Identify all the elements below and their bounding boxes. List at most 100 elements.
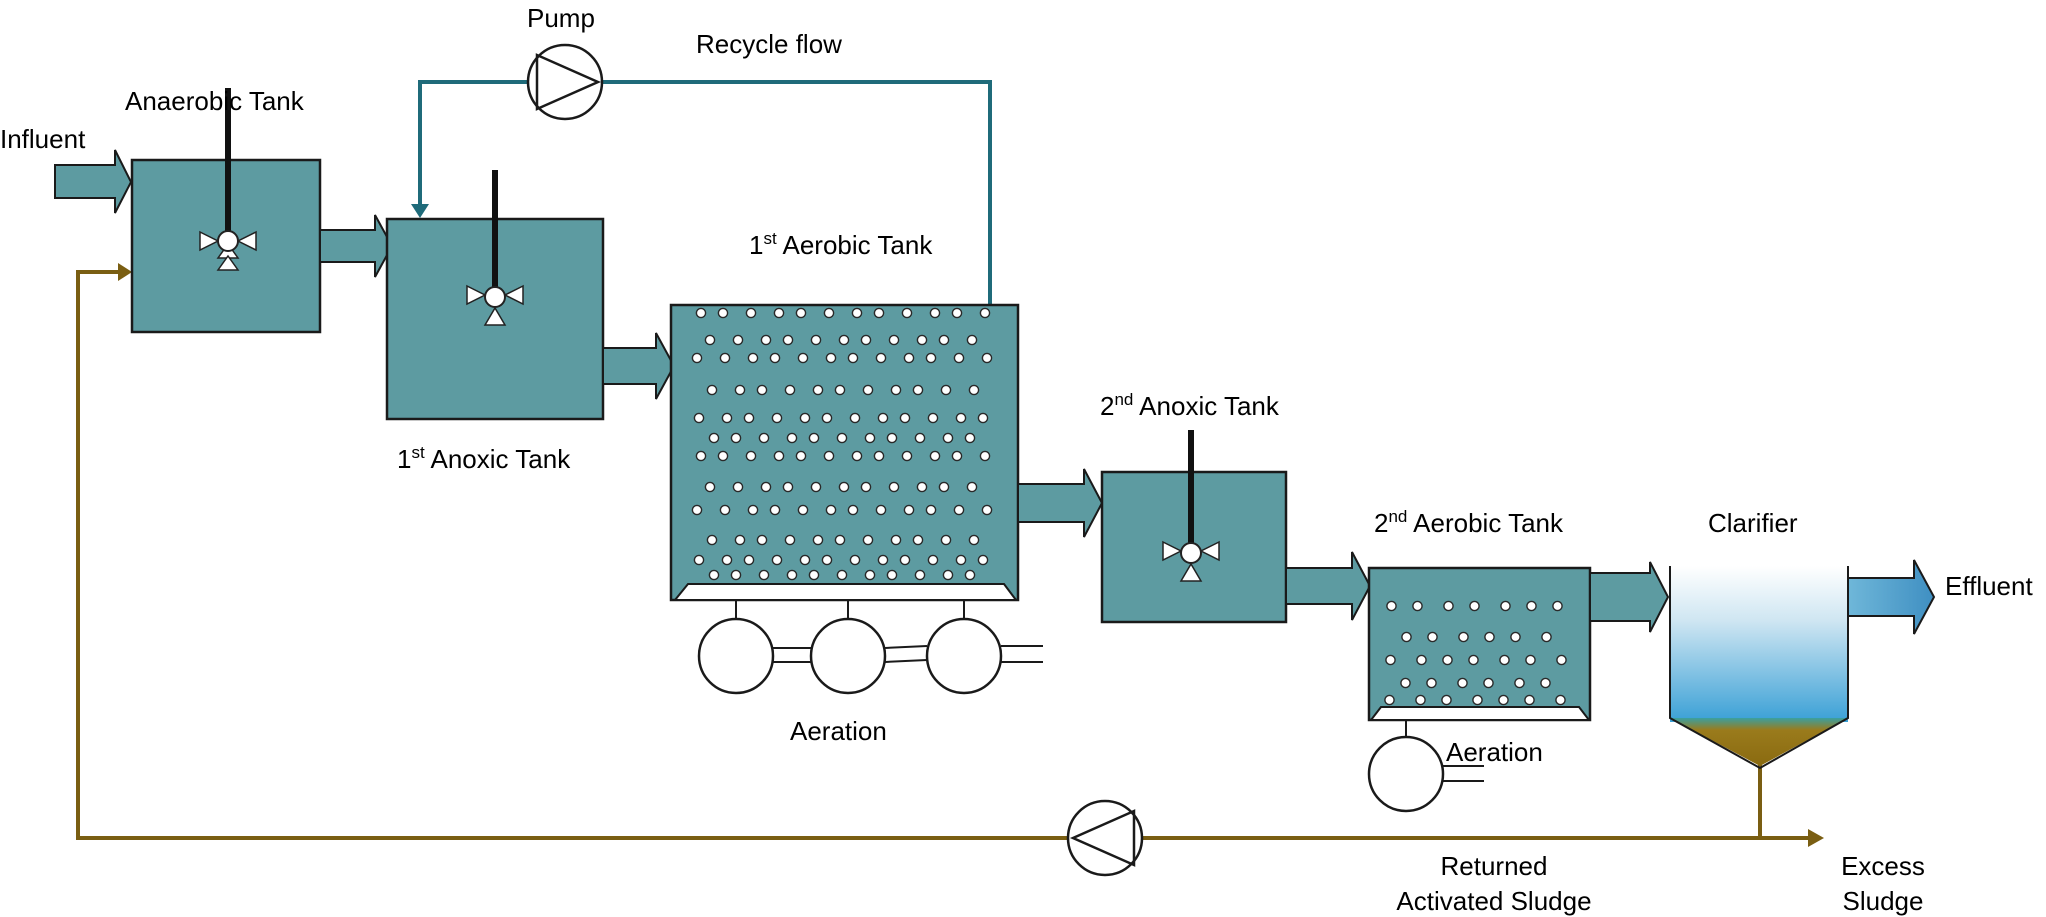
air-bubble <box>810 334 822 346</box>
air-bubble <box>721 412 733 424</box>
air-bubble <box>851 307 863 319</box>
air-bubble <box>1555 694 1566 706</box>
air-bubble <box>812 534 824 546</box>
air-bubble <box>860 334 872 346</box>
air-bubble <box>771 554 783 566</box>
air-bubble <box>899 554 911 566</box>
effluent-label: Effluent <box>1945 571 2033 601</box>
air-bubble <box>860 481 872 493</box>
air-bubble <box>734 384 746 396</box>
influent-label: Influent <box>0 124 86 154</box>
air-bubble <box>836 432 848 444</box>
air-bubble <box>938 481 950 493</box>
air-bubble <box>964 432 976 444</box>
air-bubble <box>1498 694 1509 706</box>
flow-arrow-icon <box>1589 561 1670 633</box>
air-bubble <box>873 307 885 319</box>
air-bubble <box>942 569 954 581</box>
air-bubble <box>914 432 926 444</box>
returned-sludge-label-line2: Activated Sludge <box>1396 886 1591 916</box>
air-bubble <box>1458 631 1469 643</box>
flow-arrow-icon <box>1017 468 1104 538</box>
air-bubble <box>708 432 720 444</box>
recycle-flow-label: Recycle flow <box>696 29 842 59</box>
influent-arrow-icon <box>54 149 133 214</box>
air-bubble <box>875 504 887 516</box>
aeration-bubbles-1 <box>691 307 993 581</box>
air-bubble <box>847 504 859 516</box>
pump-label: Pump <box>527 3 595 33</box>
air-bubble <box>890 534 902 546</box>
air-bubble <box>903 504 915 516</box>
air-bubble <box>873 450 885 462</box>
air-bubble <box>862 384 874 396</box>
air-bubble <box>1442 654 1453 666</box>
air-bubble <box>847 352 859 364</box>
air-bubble <box>706 534 718 546</box>
air-bubble <box>808 432 820 444</box>
air-bubble <box>1426 677 1437 689</box>
air-bubble <box>942 432 954 444</box>
air-bubble <box>886 569 898 581</box>
anaerobic-tank-label: Anaerobic Tank <box>125 86 305 116</box>
air-bubble <box>743 554 755 566</box>
air-bubble <box>851 450 863 462</box>
air-bubble <box>1468 654 1479 666</box>
air-bubble <box>968 534 980 546</box>
air-bubble <box>691 504 703 516</box>
air-bubble <box>838 481 850 493</box>
air-bubble <box>862 534 874 546</box>
air-bubble <box>899 412 911 424</box>
returned-sludge-line <box>76 263 1824 847</box>
clarifier <box>1669 566 1849 770</box>
air-bubble <box>782 481 794 493</box>
excess-sludge-label-line1: Excess <box>1841 851 1925 881</box>
air-bubble <box>730 432 742 444</box>
air-bubble <box>695 307 707 319</box>
anoxic-tank-1-label: 1st Anoxic Tank <box>397 443 571 474</box>
air-bubble <box>981 504 993 516</box>
air-bubble <box>877 554 889 566</box>
air-bubble <box>704 481 716 493</box>
air-bubble <box>797 504 809 516</box>
aerobic-tank-1-label: 1st Aerobic Tank <box>749 229 933 260</box>
air-bubble <box>968 384 980 396</box>
air-bubble <box>1386 600 1397 612</box>
air-bubble <box>1556 654 1567 666</box>
air-bubble <box>771 412 783 424</box>
air-bubble <box>951 307 963 319</box>
air-bubble <box>955 554 967 566</box>
air-bubble <box>927 412 939 424</box>
air-bubble <box>730 569 742 581</box>
air-bubble <box>1427 631 1438 643</box>
air-bubble <box>929 307 941 319</box>
air-bubble <box>769 352 781 364</box>
air-bubble <box>797 352 809 364</box>
air-bubble <box>743 412 755 424</box>
mixer-icon <box>466 170 524 326</box>
air-bubble <box>1514 677 1525 689</box>
air-bubble <box>732 334 744 346</box>
excess-sludge-label-line2: Sludge <box>1843 886 1924 916</box>
air-bubble <box>1412 600 1423 612</box>
air-bubble <box>825 352 837 364</box>
return-sludge-pump-icon <box>1066 799 1144 877</box>
flow-arrow-icon <box>602 332 676 400</box>
air-bubble <box>745 307 757 319</box>
aerobic-tank-2-label: 2nd Aerobic Tank <box>1374 507 1564 538</box>
air-bubble <box>1484 631 1495 643</box>
air-bubble <box>966 481 978 493</box>
air-bubble <box>927 554 939 566</box>
air-bubble <box>864 569 876 581</box>
air-bubble <box>693 554 705 566</box>
aeration-label-1: Aeration <box>790 716 887 746</box>
air-bubble <box>929 450 941 462</box>
aeration-bubbles-2 <box>1384 600 1567 706</box>
air-bubble <box>940 534 952 546</box>
air-bubble <box>912 384 924 396</box>
air-bubble <box>912 534 924 546</box>
air-bubble <box>979 450 991 462</box>
blower-icon <box>809 600 887 695</box>
